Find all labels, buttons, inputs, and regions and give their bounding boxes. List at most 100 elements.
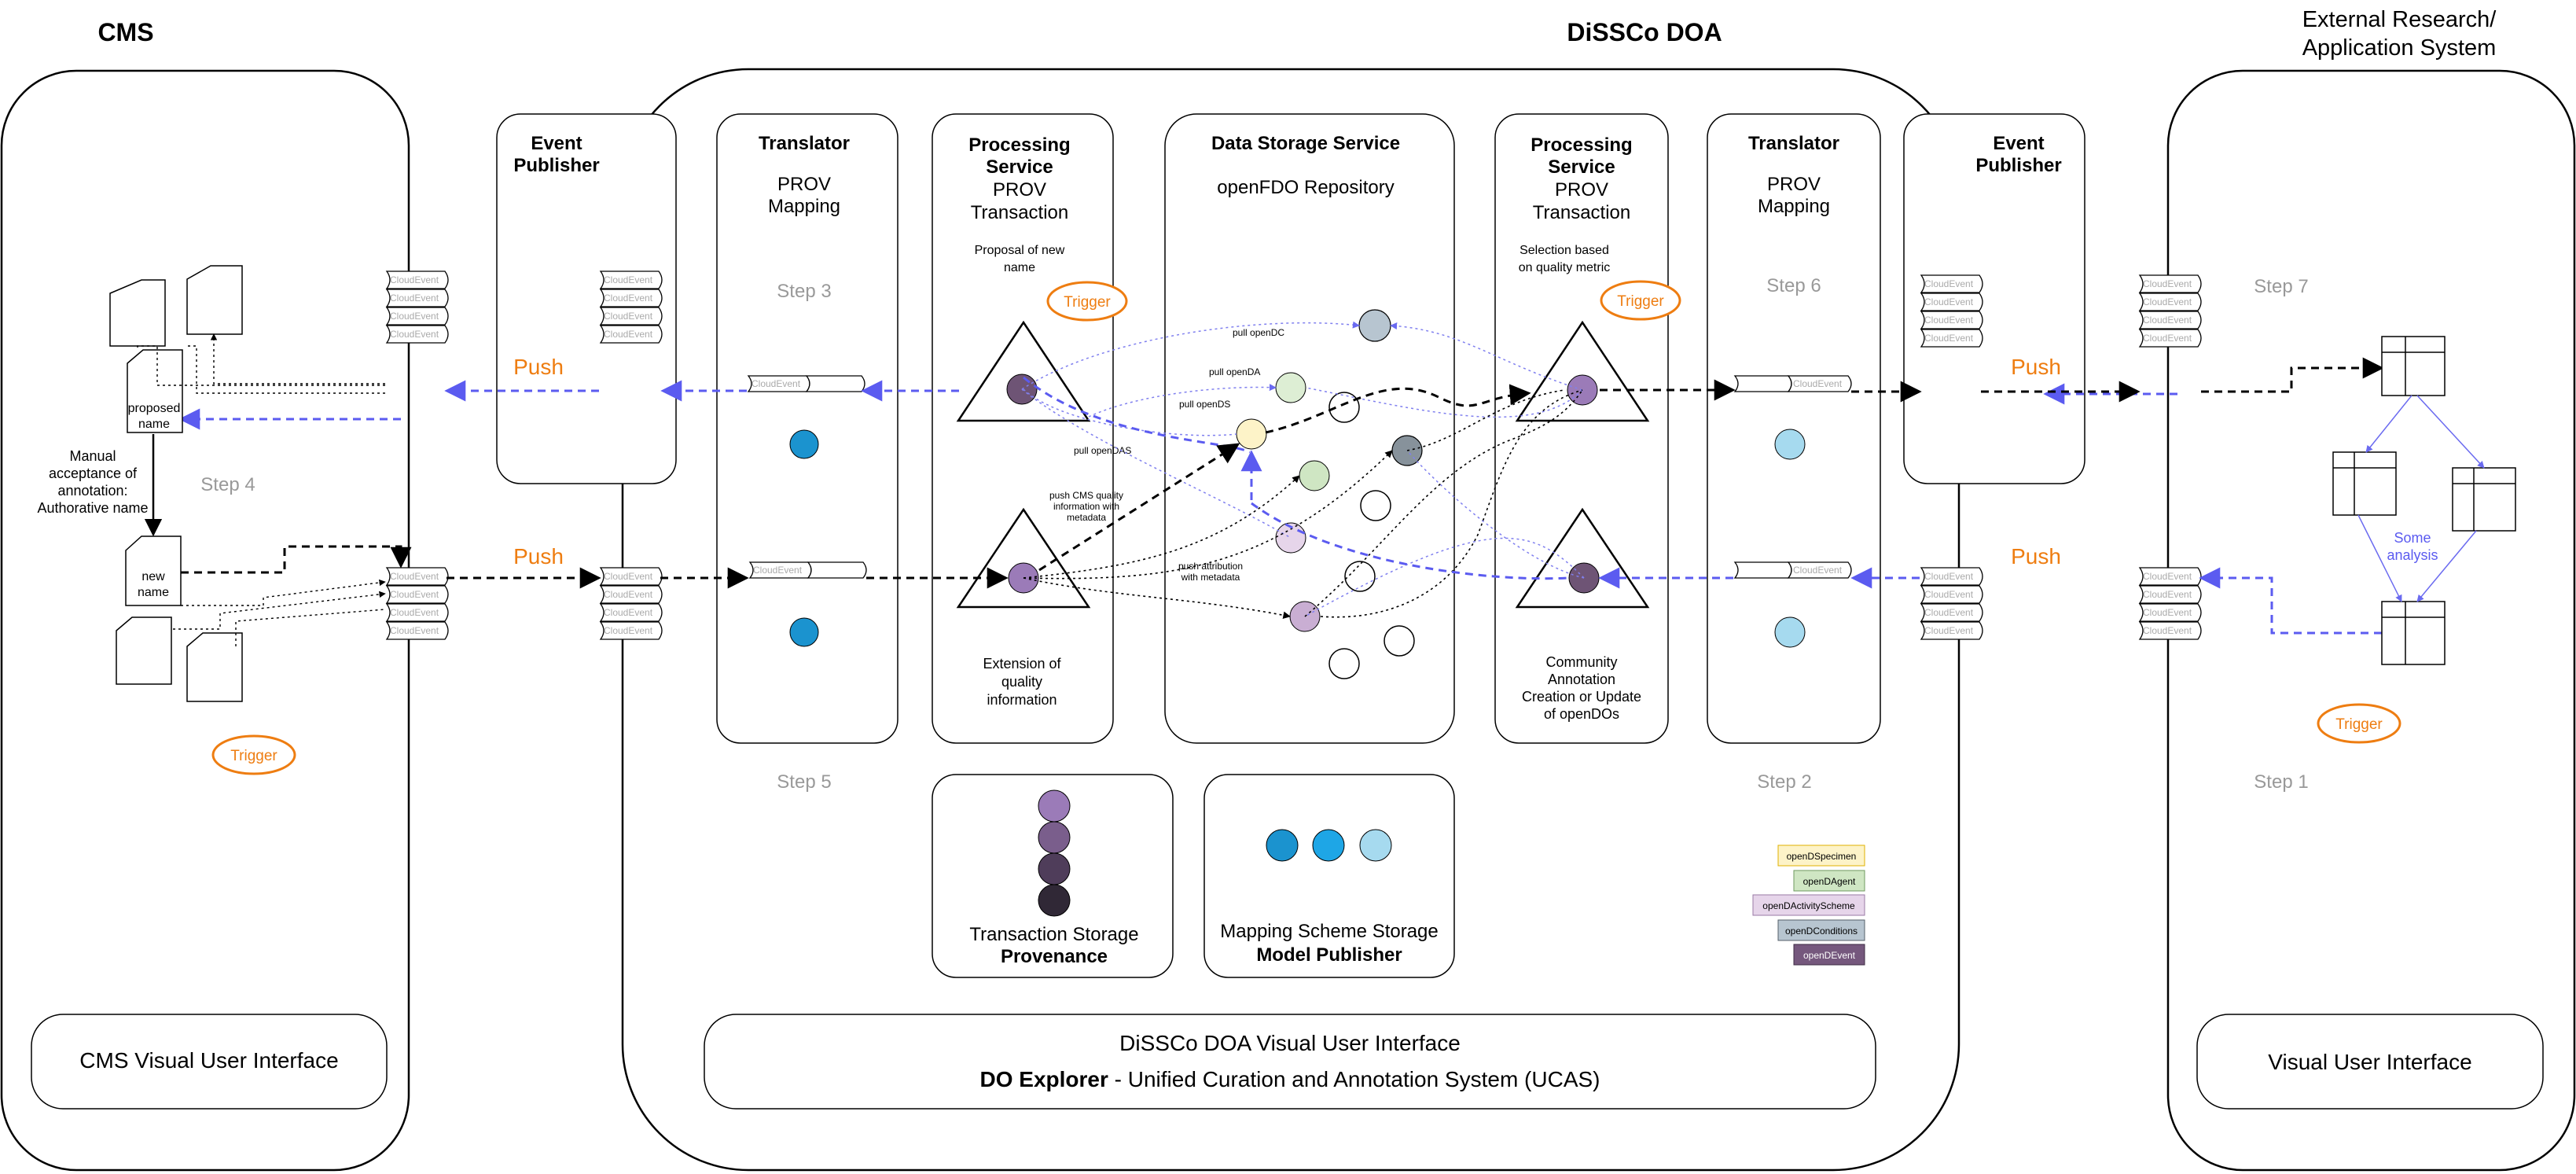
svg-text:CloudEvent: CloudEvent (2143, 589, 2192, 600)
translator-left-top-chip: CloudEvent (747, 375, 865, 392)
proc-left-top-line1: Proposal of new (975, 244, 1065, 257)
transaction-storage-subtitle: Provenance (1001, 946, 1108, 967)
translator-right-top-chip: CloudEvent (1733, 375, 1852, 392)
svg-text:openFDO Repository: openFDO Repository (1217, 177, 1394, 198)
translator-left-bottom-chip: CloudEvent (748, 561, 867, 579)
translator-right-box (1707, 113, 1881, 744)
translator-right-bottom-dot (1774, 616, 1806, 648)
event-publisher-right-title: Event Publisher (1975, 133, 2061, 176)
external-title-line1: External Research/ (2302, 7, 2497, 32)
svg-text:Trigger: Trigger (1064, 294, 1111, 311)
svg-text:CloudEvent: CloudEvent (2143, 278, 2192, 289)
svg-text:CloudEvent: CloudEvent (2143, 625, 2192, 636)
empty-circle-2 (1360, 490, 1391, 521)
proc-left-bottom-line2: quality (1001, 674, 1042, 690)
svg-text:CloudEvent: CloudEvent (753, 565, 803, 576)
svg-text:Service: Service (986, 156, 1053, 178)
external-analysis-arrows (2357, 395, 2485, 602)
opends-circle (1236, 418, 1267, 450)
svg-text:Mapping: Mapping (768, 196, 840, 217)
svg-text:Processing: Processing (968, 134, 1070, 156)
proc-right-top-line2: on quality metric (1519, 261, 1611, 274)
cloudevent-queue-publisher-left-top: CloudEvent CloudEvent CloudEvent CloudEv… (599, 270, 663, 344)
processing-left-title: Processing Service PROV Transaction (968, 134, 1070, 223)
svg-text:CloudEvent: CloudEvent (390, 329, 439, 340)
push-cms-quality-label: push CMS quality information with metada… (1049, 490, 1123, 523)
push-label-top-left: Push (513, 355, 564, 379)
svg-text:proposed: proposed (128, 402, 181, 415)
svg-text:CloudEvent: CloudEvent (1924, 333, 1974, 344)
svg-text:with metadata: with metadata (1181, 572, 1240, 583)
processing-left-top-triangle (956, 320, 1091, 422)
dissco-ui-box[interactable] (704, 1014, 1876, 1110)
svg-text:CloudEvent: CloudEvent (604, 589, 653, 600)
pull-openda-label: pull openDA (1209, 366, 1260, 377)
svg-text:Manual: Manual (69, 448, 116, 464)
proc-left-bottom-line1: Extension of (983, 656, 1061, 672)
transaction-storage-title: Transaction Storage (969, 924, 1138, 945)
translator-right-bottom-chip: CloudEvent (1733, 561, 1852, 579)
cms-title: CMS (97, 18, 153, 46)
svg-text:CloudEvent: CloudEvent (390, 293, 439, 304)
svg-text:CloudEvent: CloudEvent (1924, 296, 1974, 307)
proc-left-top-line2: name (1004, 261, 1035, 274)
translator-right-top-dot (1774, 429, 1806, 460)
data-storage-title: Data Storage Service openFDO Repository (1211, 133, 1400, 198)
svg-text:CloudEvent: CloudEvent (1924, 278, 1974, 289)
svg-text:Authorative name: Authorative name (37, 500, 148, 516)
svg-text:PROV: PROV (1767, 174, 1821, 195)
trigger-proc-left: Trigger (1046, 281, 1128, 322)
step-7: Step 7 (2254, 276, 2308, 297)
proc-right-top-line1: Selection based (1520, 244, 1609, 257)
empty-circle-3 (1344, 561, 1376, 592)
trigger-cms: Trigger (211, 734, 296, 775)
step-1: Step 1 (2254, 771, 2308, 793)
prov-dot-1 (1038, 789, 1071, 823)
proc-right-bottom-line4: of openDOs (1544, 706, 1619, 722)
trigger-proc-right: Trigger (1600, 280, 1681, 321)
external-ui-label: Visual User Interface (2268, 1050, 2471, 1074)
data-storage-box (1164, 113, 1455, 744)
pull-opendc-label: pull openDC (1233, 327, 1284, 338)
agent-circle (1299, 460, 1330, 491)
cloudevent-queue-external-top: CloudEvent CloudEvent CloudEvent CloudEv… (2138, 274, 2202, 348)
svg-text:CloudEvent: CloudEvent (604, 274, 653, 285)
push-label-bottom-left: Push (513, 544, 564, 569)
storage-black-lines (1023, 389, 1583, 620)
external-ui-box[interactable] (2196, 1014, 2544, 1110)
svg-text:Data Storage Service: Data Storage Service (1211, 133, 1400, 154)
proc-left-bottom-line3: information (987, 692, 1056, 708)
step-3: Step 3 (777, 281, 831, 302)
svg-text:analysis: analysis (2387, 547, 2438, 563)
cloudevent-queue-publisher-right-bottom: CloudEvent CloudEvent CloudEvent CloudEv… (1920, 567, 1983, 640)
svg-text:CloudEvent: CloudEvent (2143, 296, 2192, 307)
legend-event: openDEvent (1803, 950, 1856, 961)
step-4: Step 4 (200, 474, 255, 495)
svg-text:CloudEvent: CloudEvent (751, 378, 801, 389)
svg-text:Trigger: Trigger (1617, 293, 1664, 310)
proc-right-bottom-line2: Annotation (1548, 672, 1615, 687)
svg-text:CloudEvent: CloudEvent (2143, 571, 2192, 582)
cms-ui-box[interactable] (31, 1014, 388, 1110)
dissco-title: DiSSCo DOA (1567, 18, 1722, 46)
pull-opendas-label: pull openDAS (1074, 445, 1131, 456)
legend-activity: openDActivityScheme (1762, 900, 1855, 911)
external-lane (2166, 69, 2576, 1172)
svg-text:CloudEvent: CloudEvent (1793, 378, 1843, 389)
step-6: Step 6 (1766, 275, 1821, 296)
prov-dot-3 (1038, 852, 1071, 885)
svg-text:CloudEvent: CloudEvent (1924, 625, 1974, 636)
svg-text:Translator: Translator (759, 133, 850, 154)
svg-text:PROV: PROV (777, 174, 831, 195)
prov-dot-2 (1038, 821, 1071, 854)
svg-text:Some: Some (2394, 530, 2431, 546)
translator-right-title: Translator PROV Mapping (1748, 133, 1839, 217)
svg-text:new: new (141, 570, 165, 583)
step-2: Step 2 (1757, 771, 1811, 793)
trigger-external: Trigger (2317, 703, 2401, 744)
svg-text:Transaction: Transaction (971, 202, 1069, 223)
svg-text:Mapping: Mapping (1758, 196, 1830, 217)
map-dot-3 (1359, 829, 1392, 862)
svg-text:CloudEvent: CloudEvent (1924, 315, 1974, 326)
empty-circle-1 (1328, 392, 1360, 423)
